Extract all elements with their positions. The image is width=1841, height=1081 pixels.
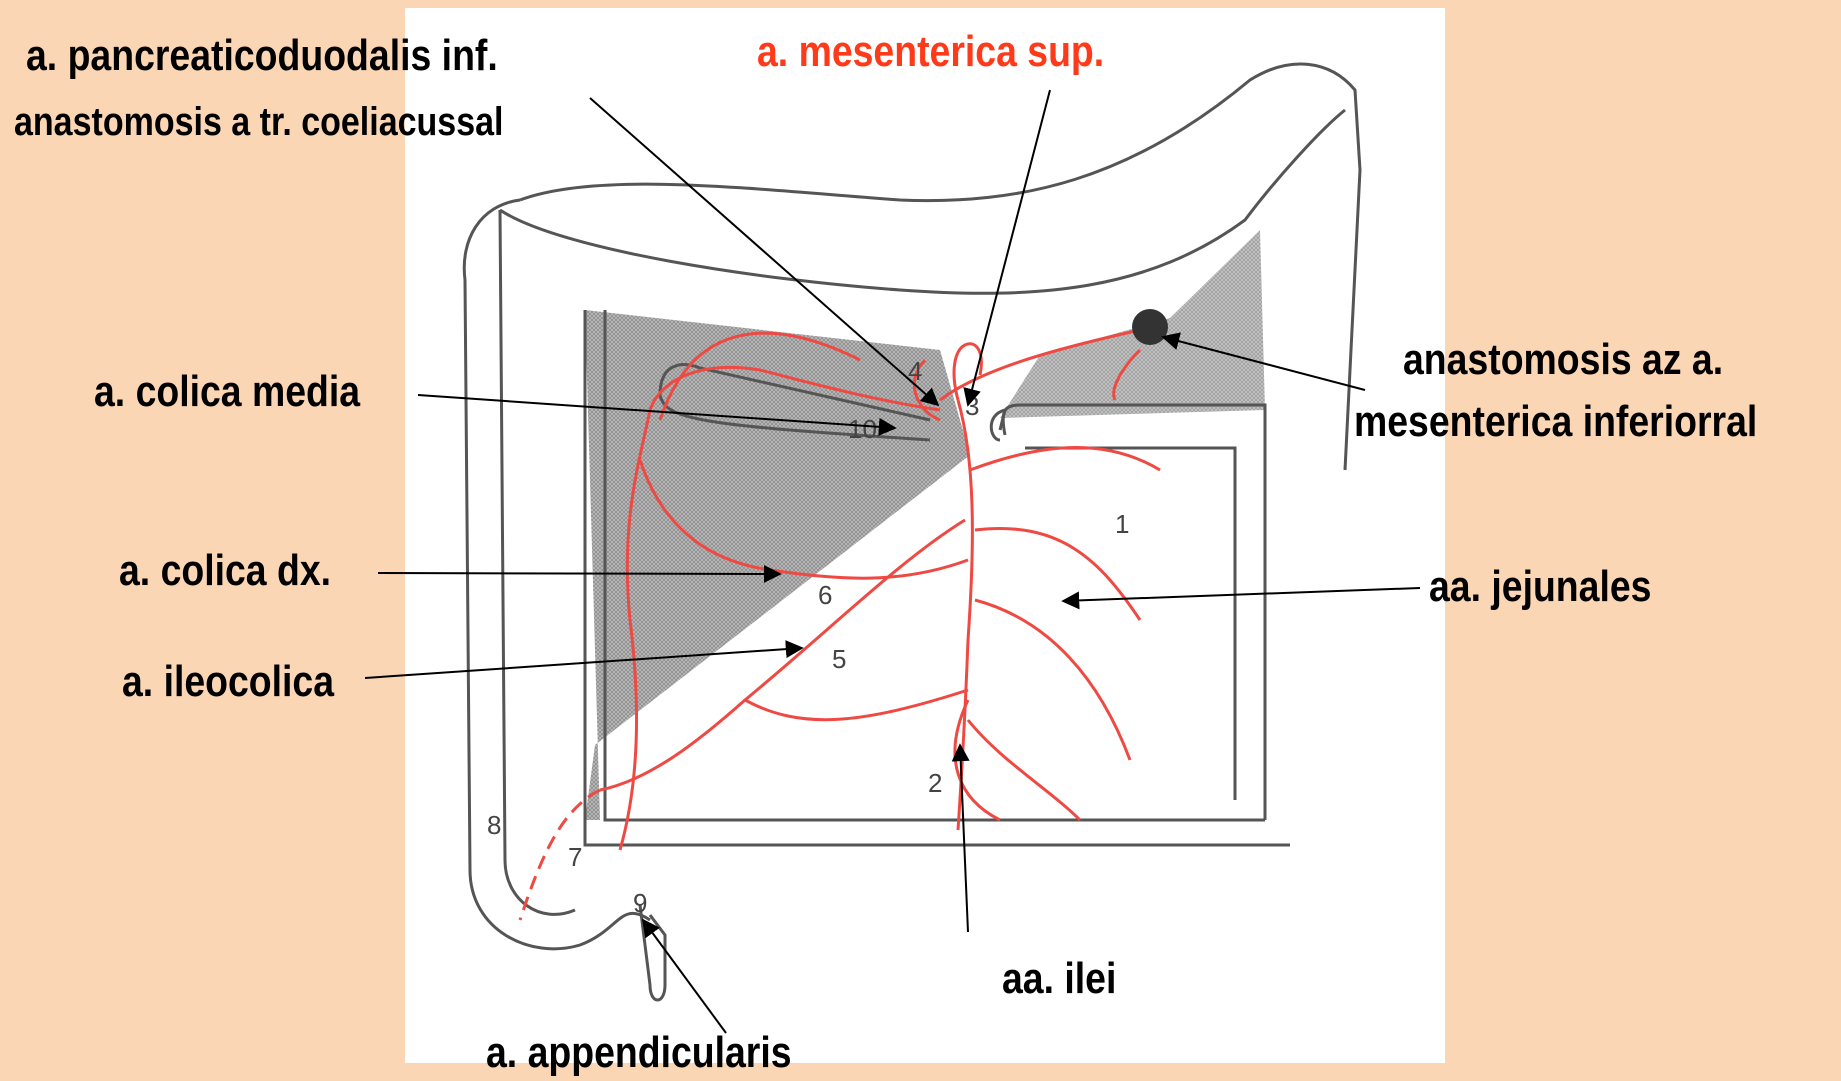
label-pancreaticoduodenalis: a. pancreaticoduodalis inf. [26, 30, 498, 82]
number-1: 1 [1115, 509, 1129, 539]
label-ileocolica: a. ileocolica [122, 656, 334, 708]
label-colica-dx: a. colica dx. [119, 545, 331, 597]
label-appendicularis: a. appendicularis [486, 1027, 792, 1079]
leader-colica-dx [378, 573, 780, 574]
label-jejunales: aa. jejunales [1429, 561, 1651, 613]
label-ilei: aa. ilei [1002, 953, 1116, 1005]
label-colica-media: a. colica media [94, 366, 360, 418]
label-anastomosis-inferior-line1: anastomosis az a. [1403, 334, 1723, 386]
number-5: 5 [832, 644, 846, 674]
number-8: 8 [487, 810, 501, 840]
number-9: 9 [633, 888, 647, 918]
number-6: 6 [818, 580, 832, 610]
anastomosis-marker [1132, 309, 1168, 345]
number-3: 3 [965, 391, 979, 421]
number-2: 2 [928, 768, 942, 798]
number-10: 10 [848, 414, 877, 444]
number-7: 7 [568, 842, 582, 872]
label-anastomosis-inferior-line2: mesenterica inferiorral [1354, 396, 1757, 448]
label-mesenterica-sup: a. mesenterica sup. [757, 26, 1104, 78]
label-anastomosis-coeliacus: anastomosis a tr. coeliacussal [14, 96, 503, 148]
